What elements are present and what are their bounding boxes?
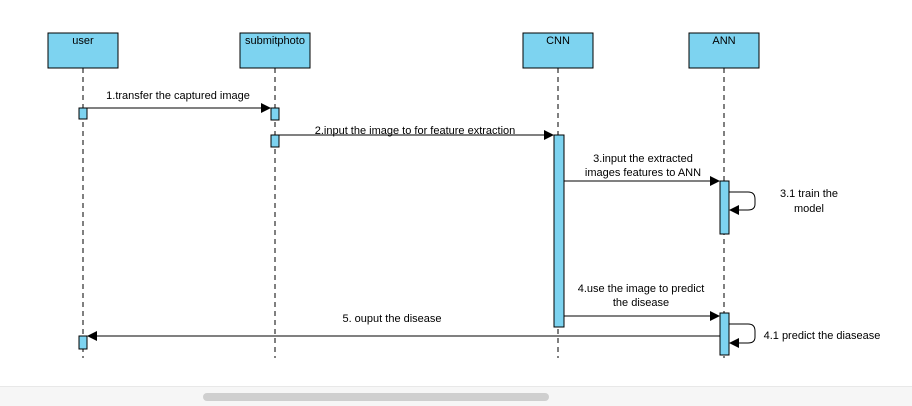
message-label-3-1-line1: 3.1 train the [780, 188, 838, 200]
activation-user-1 [78, 107, 88, 120]
actor-submitphoto-label: submitphoto [245, 35, 305, 47]
message-label-4-1: 4.1 predict the diasease [764, 330, 881, 342]
activation-submitphoto-1 [270, 107, 280, 121]
actor-user[interactable]: user [47, 32, 119, 69]
activation-user-2 [78, 335, 88, 350]
actor-cnn-label: CNN [546, 35, 570, 47]
message-label-3-line2: images features to ANN [585, 167, 701, 179]
actor-user-label: user [72, 35, 94, 47]
actor-cnn[interactable]: CNN [522, 32, 594, 69]
activation-ann-1 [719, 180, 730, 235]
actor-ann-label: ANN [712, 35, 735, 47]
message-label-4-line2: the disease [613, 297, 669, 309]
message-arrow-4-1 [729, 323, 756, 348]
message-label-2: 2.input the image to for feature extract… [315, 125, 516, 137]
activation-cnn [553, 134, 565, 328]
activation-submitphoto-2 [270, 134, 280, 148]
actor-ann[interactable]: ANN [688, 32, 760, 69]
message-label-3-1-line2: model [794, 203, 824, 215]
actor-submitphoto[interactable]: submitphoto [239, 32, 311, 69]
message-label-3-line1: 3.input the extracted [593, 153, 693, 165]
horizontal-scrollbar[interactable] [0, 386, 912, 406]
message-label-4-line1: 4.use the image to predict [578, 283, 705, 295]
message-label-1: 1.transfer the captured image [106, 90, 250, 102]
message-arrow-3-1 [729, 191, 756, 215]
message-label-5: 5. ouput the disease [342, 313, 441, 325]
activation-ann-2 [719, 312, 730, 356]
scrollbar-thumb[interactable] [203, 393, 549, 401]
